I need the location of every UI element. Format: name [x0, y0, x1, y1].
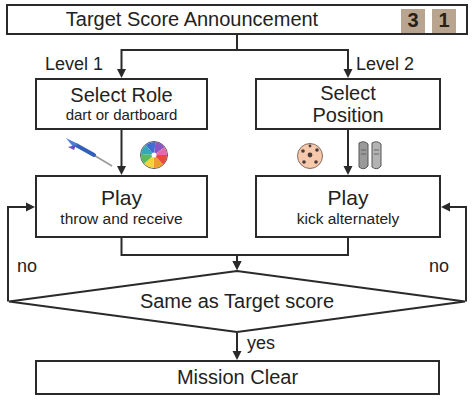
box-title: Play [101, 186, 142, 210]
edge-label: Level 1 [43, 55, 105, 75]
edge-label: yes [245, 334, 277, 354]
decision-text: Same as Target score [140, 290, 334, 312]
edge-label: Level 2 [354, 55, 416, 75]
edge-label: no [427, 257, 451, 277]
process-box: Select Roledart or dartboard [35, 78, 208, 130]
connector [233, 333, 242, 360]
connector-line [122, 35, 238, 70]
connector [344, 130, 353, 175]
arrow-head [233, 351, 242, 360]
connector-line [236, 333, 238, 352]
connector-line [347, 130, 349, 167]
arrow-head [344, 69, 353, 78]
digit-box: 1 [432, 9, 456, 33]
ball-icon [298, 144, 323, 169]
dart-icon [66, 138, 112, 166]
connector [122, 238, 242, 270]
connector [237, 35, 353, 78]
box-title: Target Score Announcement [66, 8, 318, 30]
shoes-icon [359, 142, 381, 169]
diamond-shape [9, 271, 465, 332]
connector-line [8, 207, 27, 302]
box-subtitle: kick alternately [297, 210, 400, 227]
connector-line [122, 238, 238, 262]
box-title: Select Role [70, 84, 172, 106]
connector [117, 130, 126, 175]
connector [8, 203, 35, 302]
connector-line [121, 130, 123, 167]
box-subtitle: dart or dartboard [66, 107, 178, 124]
process-box: Select Position [255, 78, 441, 130]
dartboard-icon [141, 142, 168, 169]
box-title: Mission Clear [177, 366, 298, 388]
arrow-head [344, 166, 353, 175]
connector [233, 238, 349, 270]
arrow-head [233, 261, 242, 270]
terminal-box: Mission Clear [35, 360, 440, 395]
digit-box: 3 [401, 9, 425, 33]
score-digit: 1 [438, 9, 449, 31]
connector [441, 203, 466, 302]
box-title: Select Position [298, 82, 398, 127]
connector-line [237, 238, 348, 262]
arrow-head [117, 166, 126, 175]
arrow-head [26, 203, 35, 212]
decision-diamond: Same as Target score [8, 270, 466, 333]
process-box: Playkick alternately [255, 175, 441, 238]
score-digit: 3 [407, 9, 418, 31]
connector-line [449, 207, 466, 302]
arrow-head [233, 261, 242, 270]
arrow-head [441, 203, 450, 212]
connector [117, 35, 237, 78]
edge-label: no [15, 257, 39, 277]
connector-line [237, 35, 348, 70]
process-box: Playthrow and receive [35, 175, 208, 238]
arrow-head [117, 69, 126, 78]
box-subtitle: throw and receive [60, 210, 182, 227]
box-title: Play [328, 186, 369, 210]
announcement-box: Target Score Announcement 31 [6, 4, 468, 35]
